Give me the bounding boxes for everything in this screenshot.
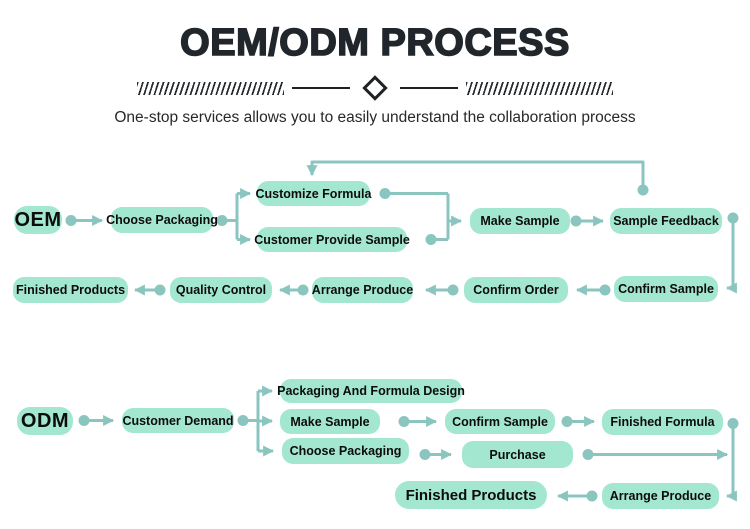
odm-node-finished-products: Finished Products — [395, 481, 547, 509]
odm-node-packaging-and-formula-design: Packaging And Formula Design — [277, 379, 465, 403]
odm-node-confirm-sample: Confirm Sample — [445, 409, 555, 434]
divider-line-right — [400, 86, 458, 90]
oem-node-start: OEM — [14, 206, 62, 234]
odm-node-make-sample: Make Sample — [280, 409, 380, 434]
odm-node-purchase: Purchase — [462, 441, 573, 468]
oem-node-customize-formula: Customize Formula — [256, 181, 372, 206]
hatch-decoration-right — [466, 81, 613, 95]
oem-node-make-sample: Make Sample — [470, 208, 570, 234]
hatch-decoration-left — [137, 81, 284, 95]
oem-node-finished-products: Finished Products — [13, 277, 128, 303]
odm-node-arrange-produce: Arrange Produce — [602, 483, 719, 509]
title-divider — [0, 75, 750, 101]
oem-node-choose-packaging: Choose Packaging — [106, 207, 218, 233]
odm-node-choose-packaging: Choose Packaging — [282, 438, 409, 464]
page-subtitle: One-stop services allows you to easily u… — [114, 109, 636, 126]
oem-node-sample-feedback: Sample Feedback — [610, 208, 722, 234]
oem-node-customer-provide-sample: Customer Provide Sample — [254, 227, 410, 252]
page-title: OEM/ODM PROCESS — [179, 21, 570, 65]
odm-node-finished-formula: Finished Formula — [602, 409, 723, 435]
odm-node-customer-demand: Customer Demand — [122, 408, 234, 433]
odm-connectors — [84, 385, 737, 502]
oem-node-confirm-sample: Confirm Sample — [614, 276, 718, 302]
divider-line-left — [292, 86, 350, 90]
oem-node-quality-control: Quality Control — [170, 277, 272, 303]
connector-dots — [65, 184, 739, 502]
oem-node-arrange-produce: Arrange Produce — [312, 277, 413, 303]
oem-node-confirm-order: Confirm Order — [464, 277, 568, 303]
odm-node-start: ODM — [17, 407, 73, 435]
